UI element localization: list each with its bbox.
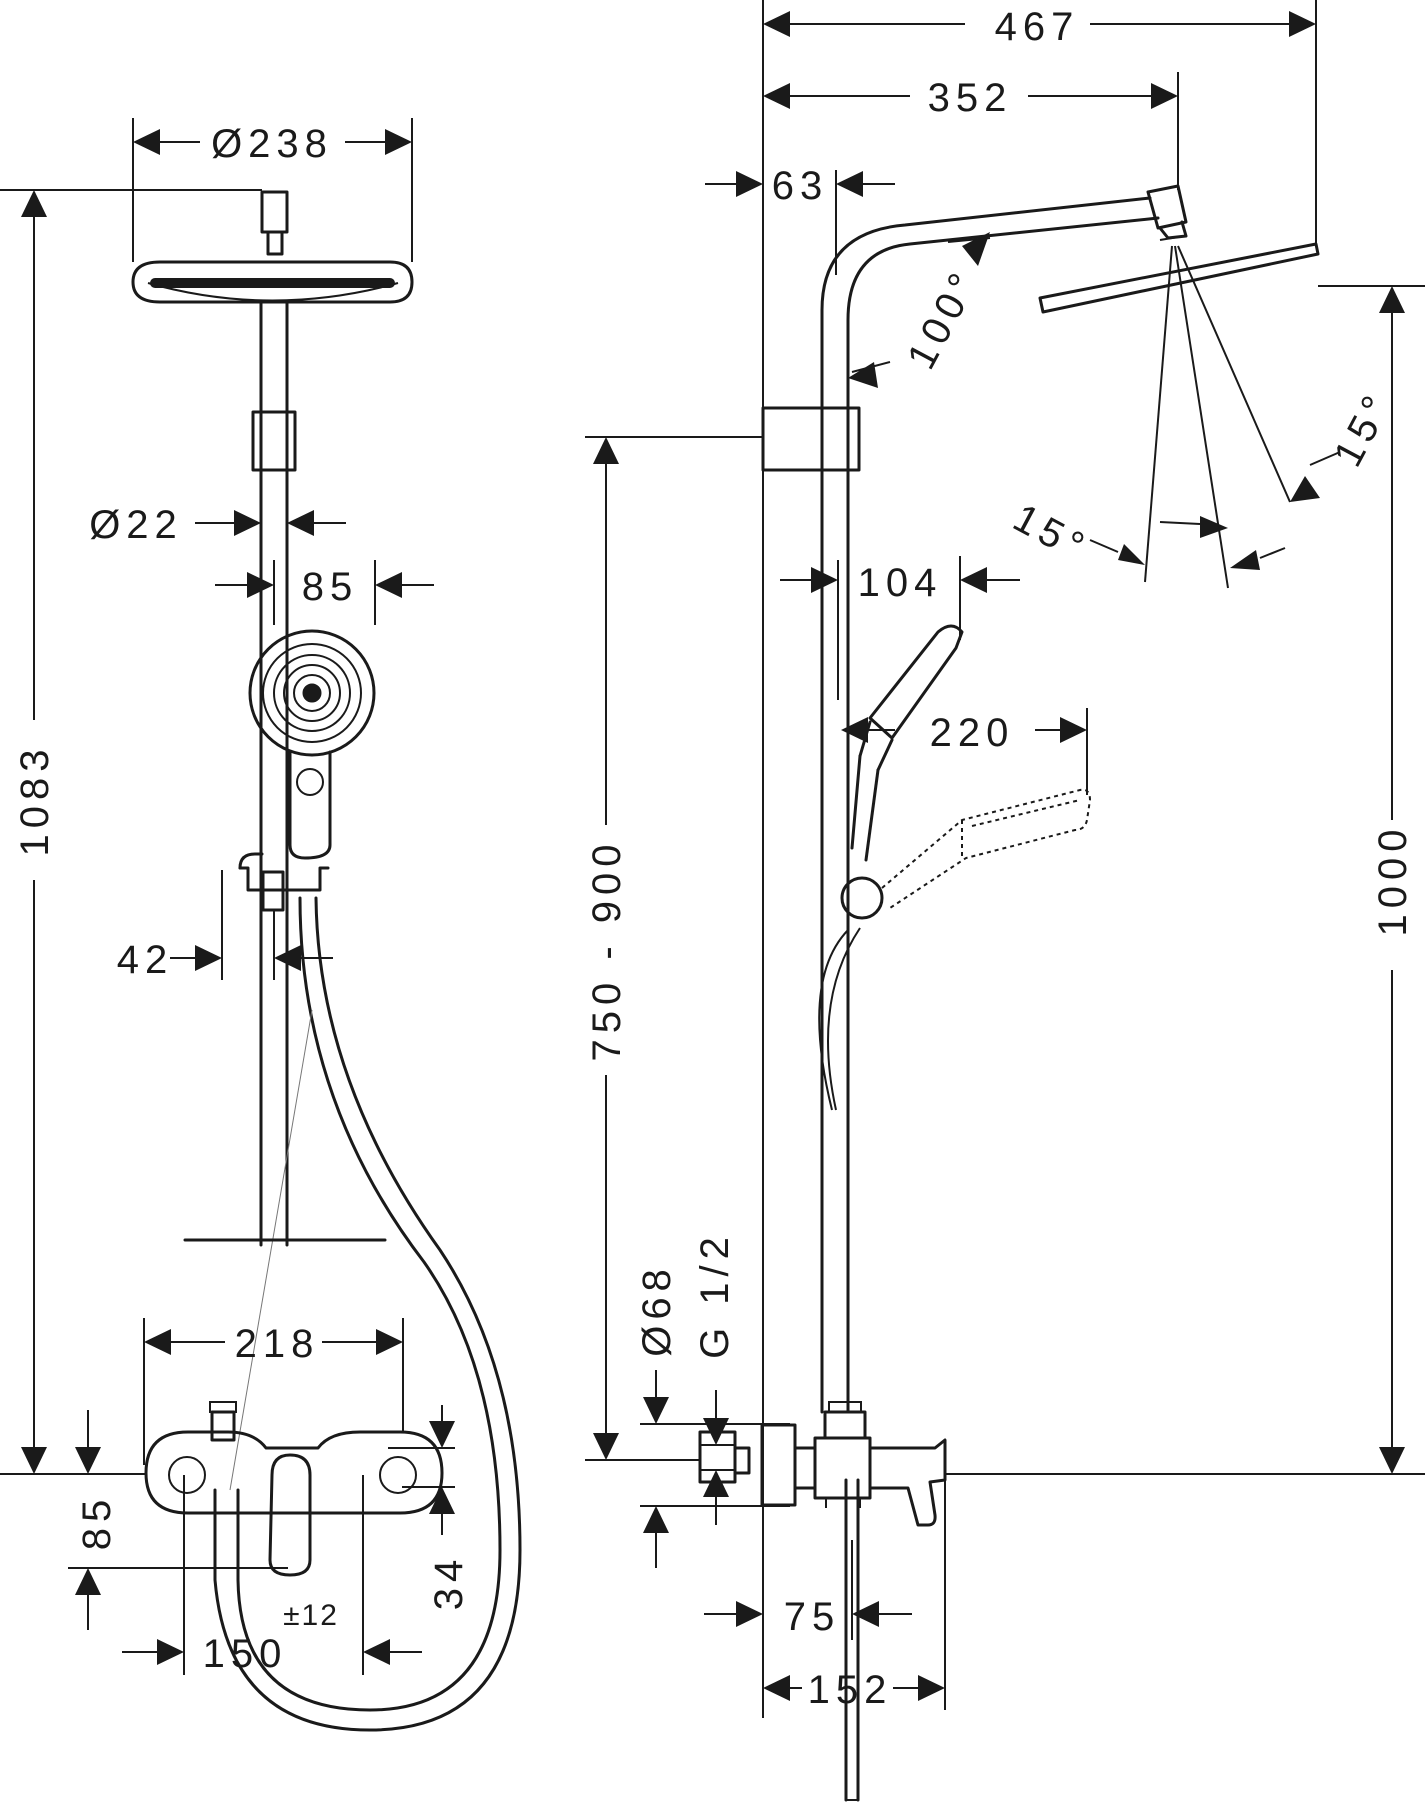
dim-label-100deg: 100° (899, 261, 988, 376)
riser-and-arm (761, 196, 1160, 1802)
dim-spray-angle-lower: 15° (1006, 496, 1286, 572)
front-view: 1083 Ø238 Ø22 85 (0, 118, 522, 1732)
dim-label-85-top: 85 (302, 565, 359, 609)
dim-label-467: 467 (995, 5, 1080, 49)
dim-label-42: 42 (117, 938, 174, 982)
dim-label-1083: 1083 (13, 744, 57, 857)
dim-label-15deg-upper: 15° (1326, 384, 1402, 474)
mixer-front (144, 1238, 444, 1577)
dim-thread: G 1/2 (693, 1231, 737, 1525)
dim-mixer-width: 218 (143, 1318, 404, 1465)
dim-head-height: 1000 (945, 285, 1425, 1475)
hose-front (213, 896, 522, 1732)
dim-label-352: 352 (928, 76, 1013, 120)
dim-handshower-offset: 85 (215, 560, 434, 625)
dim-label-o22: Ø22 (89, 503, 183, 547)
dim-label-tolerance: ±12 (283, 1599, 339, 1632)
dim-head-diameter: Ø238 (132, 118, 413, 262)
overhead-shower-head (131, 190, 414, 304)
dim-arm-projection: 352 (763, 72, 1179, 190)
dim-label-34: 34 (427, 1554, 471, 1611)
side-view: 467 352 63 100° (585, 0, 1425, 1802)
dim-mixer-projection: 75 (704, 1540, 912, 1640)
dim-handshower-length: 220 (841, 708, 1088, 795)
dim-holder-offset: 42 (117, 870, 333, 982)
dim-label-1000: 1000 (1371, 824, 1415, 937)
dim-mixer-total-depth: 152 (763, 1480, 946, 1712)
dim-label-o68: Ø68 (635, 1263, 679, 1357)
dim-label-104: 104 (858, 561, 943, 605)
dim-label-152: 152 (808, 1668, 893, 1712)
dim-label-218: 218 (235, 1322, 320, 1366)
dim-label-150: 150 (203, 1632, 288, 1676)
hand-shower-front (238, 629, 376, 912)
dim-spray-angle-upper: 15° (1290, 384, 1401, 502)
dim-holder-projection: 104 (780, 556, 1020, 700)
dim-total-projection: 467 (763, 0, 1317, 244)
dim-label-220: 220 (930, 711, 1015, 755)
dim-label-75: 75 (784, 1595, 841, 1639)
dim-height-range: 750 - 900 (585, 436, 763, 1461)
dim-escutcheon-diameter: Ø68 (635, 1263, 790, 1568)
dim-label-15deg-lower: 15° (1006, 496, 1096, 572)
dim-arm-angle: 100° (848, 232, 991, 388)
hand-shower-side (818, 624, 964, 1111)
dim-mixer-height-left: 85 (68, 1410, 288, 1630)
dim-centers: 150 ±12 (122, 1475, 422, 1676)
dim-label-63: 63 (772, 164, 829, 208)
dim-label-g12: G 1/2 (693, 1231, 737, 1359)
dim-label-750-900: 750 - 900 (585, 838, 629, 1061)
hand-shower-side-alt (881, 788, 1092, 909)
dim-label-85-left: 85 (75, 1494, 119, 1551)
dim-label-o238: Ø238 (211, 122, 333, 166)
dim-overall-height: 1083 (0, 189, 262, 1475)
dim-wall-clearance: 63 (705, 164, 895, 275)
dim-pipe-diameter: Ø22 (89, 503, 346, 547)
riser-pipe (251, 300, 297, 1247)
nozzle-pattern (150, 278, 395, 288)
overhead-shower-side (1038, 184, 1320, 589)
dim-mixer-depth-right: 34 (388, 1405, 471, 1610)
